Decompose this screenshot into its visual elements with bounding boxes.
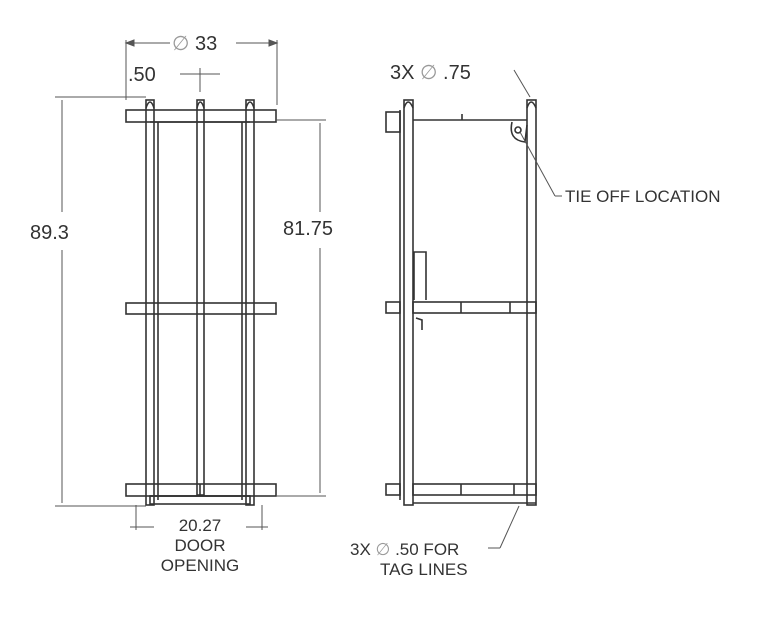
door-opening-label: 20.27 DOOR OPENING xyxy=(160,516,240,575)
side-view-frame xyxy=(385,99,537,506)
front-view-frame xyxy=(125,99,277,506)
lifting-holes-label: 3X ∅ .75 xyxy=(390,62,471,84)
tag-lines-label: 3X ∅ .50 FOR TAG LINES xyxy=(350,540,468,579)
diameter-33-label: ∅ 33 xyxy=(172,33,218,55)
offset-50-label: .50 xyxy=(128,64,156,86)
overall-height-label: 89.3 xyxy=(30,222,69,244)
tie-off-location-label: TIE OFF LOCATION xyxy=(565,187,721,206)
inner-height-label: 81.75 xyxy=(283,218,334,240)
